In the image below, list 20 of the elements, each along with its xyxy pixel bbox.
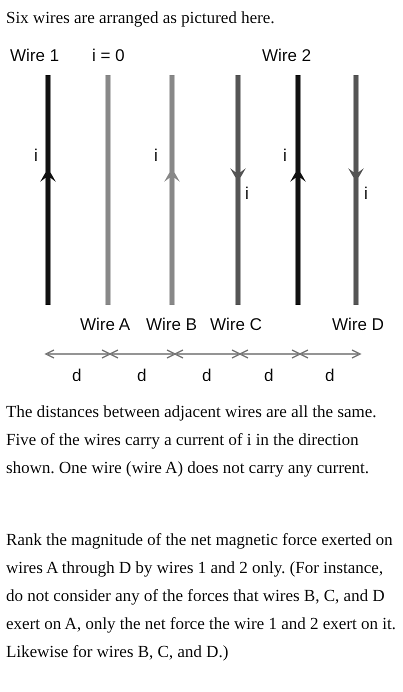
wire-label: Wire B xyxy=(146,315,197,335)
current-label: i xyxy=(283,146,287,166)
wire-label: Wire 2 xyxy=(262,46,312,66)
title: Six wires are arranged as pictured here. xyxy=(6,7,275,29)
wire-label: Wire 1 xyxy=(10,46,60,66)
distance-label: d xyxy=(264,366,274,386)
wire-label: Wire C xyxy=(210,315,262,335)
current-label: i xyxy=(154,146,158,166)
current-label: i = 0 xyxy=(92,46,125,66)
distance-label: d xyxy=(325,366,334,386)
current-label: i xyxy=(34,146,38,166)
distance-label: d xyxy=(72,366,82,386)
wire-label: Wire D xyxy=(332,315,384,335)
paragraph: Rank the magnitude of the net magnetic force exerted on wires A through D by wires 1 and 2 only. (For instance, do not consider any of the forces that wires B, C, and D exert on A, only the net force the wire 1 and 2 exert on it. Likewise for wires B, C, and D.) xyxy=(6,529,396,663)
current-label: i xyxy=(364,184,368,204)
paragraph: The distances between adjacent wires are all the same. Five of the wires carry a current of i in the direction shown. One wire (wire A) does not carry any current. xyxy=(6,401,378,479)
distance-label: d xyxy=(202,366,212,386)
current-label: i xyxy=(245,184,249,204)
distance-label: d xyxy=(137,366,146,386)
wire-label: Wire A xyxy=(80,315,130,335)
